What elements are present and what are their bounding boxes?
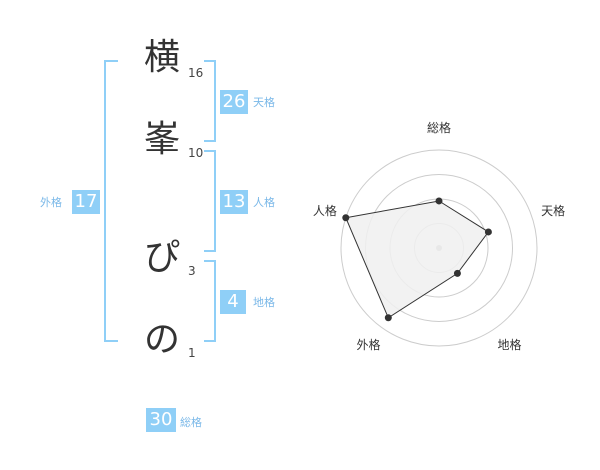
name-char-3: ぴ	[143, 237, 180, 278]
radar-axis-label: 人格	[313, 203, 337, 218]
tenkaku-label: 天格	[253, 96, 275, 109]
radar-ring	[340, 149, 538, 347]
gaikaku-value: 17	[72, 190, 100, 214]
radar-axis-label: 総格	[427, 120, 451, 135]
stroke-count-4: 1	[188, 346, 196, 360]
radar-point	[435, 197, 443, 205]
chikaku-label: 地格	[253, 296, 275, 309]
radar-point	[384, 314, 392, 322]
radar-point	[484, 228, 492, 236]
stroke-count-3: 3	[188, 264, 196, 278]
stroke-count-2: 10	[188, 146, 204, 160]
tenkaku-bracket	[204, 60, 216, 142]
jinkaku-value: 13	[220, 190, 248, 214]
soukaku-label: 総格	[180, 416, 202, 429]
soukaku-value: 30	[146, 408, 176, 432]
radar-axis-label: 外格	[356, 337, 380, 352]
jinkaku-bracket	[204, 150, 216, 252]
name-char-4: の	[143, 319, 180, 360]
jinkaku-label: 人格	[253, 196, 275, 209]
chikaku-bracket	[204, 260, 216, 342]
gaikaku-bracket	[104, 60, 118, 342]
chikaku-value: 4	[220, 290, 246, 314]
radar-axis-label: 地格	[498, 337, 522, 352]
stroke-count-1: 16	[188, 66, 204, 80]
name-char-1: 横	[143, 37, 180, 78]
radar-axis-label: 天格	[541, 203, 565, 218]
name-char-2: 峯	[143, 119, 180, 160]
radar-point	[453, 269, 461, 277]
tenkaku-value: 26	[220, 90, 248, 114]
gaikaku-label: 外格	[40, 196, 62, 209]
radar-point	[342, 214, 350, 222]
radar-data-polygon	[345, 200, 490, 319]
